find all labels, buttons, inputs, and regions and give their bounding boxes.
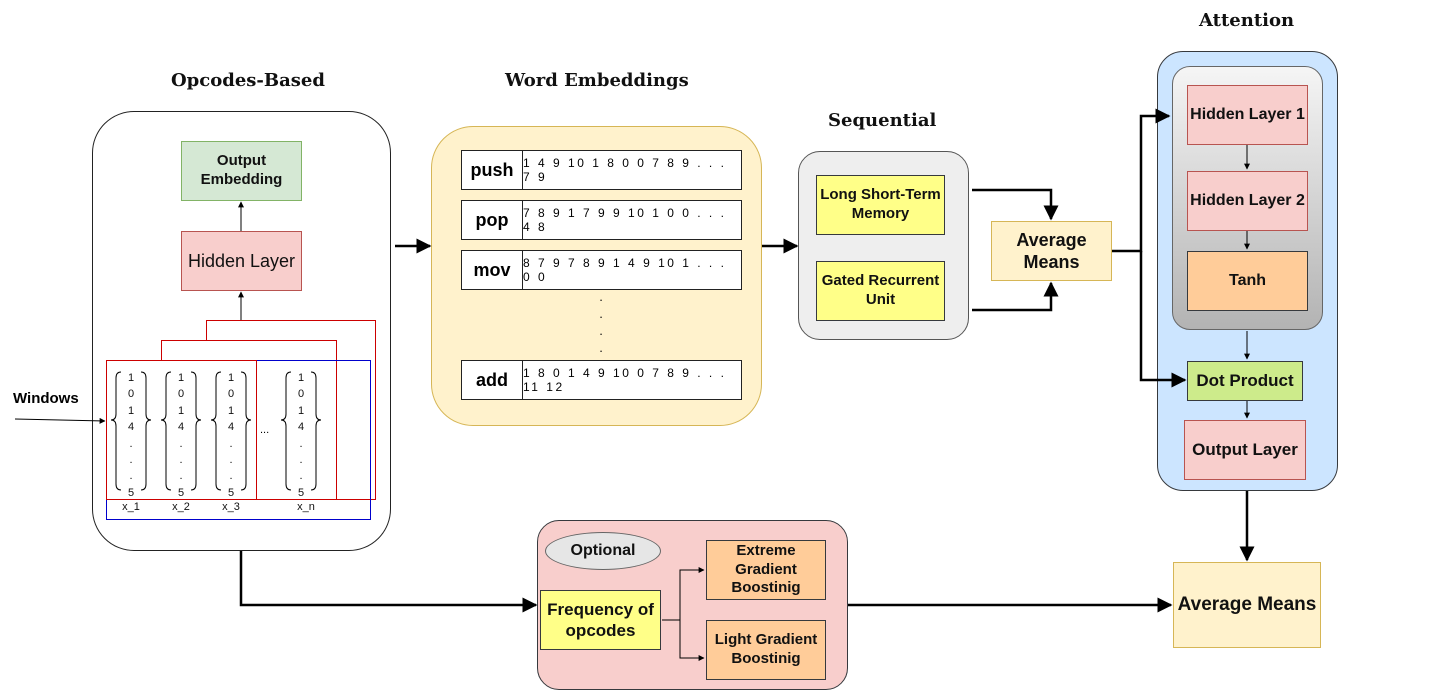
vec-val: 5 (227, 486, 235, 499)
hidden-layer-1-box: Hidden Layer 1 (1187, 85, 1308, 145)
vec-val: 1 (297, 372, 305, 384)
vec-val: . (299, 454, 303, 467)
vec-val: 5 (177, 486, 185, 499)
vec-val: . (179, 437, 183, 450)
embedding-vdots: .... (596, 288, 606, 356)
vec-val: . (179, 454, 183, 467)
vec-val: 0 (227, 388, 235, 401)
vec-val: . (229, 454, 233, 467)
embedding-row-add: add 1 8 0 1 4 9 10 0 7 8 9 . . . 11 12 (461, 360, 742, 400)
xn-label: x_n (297, 501, 315, 513)
gru-box: Gated Recurrent Unit (816, 261, 945, 321)
vec-val: 4 (227, 421, 235, 434)
vec-val: 0 (297, 388, 305, 401)
vec-val: . (299, 437, 303, 450)
vdot: . (599, 306, 603, 321)
vec-val: . (299, 470, 303, 483)
embedding-word: add (462, 361, 523, 399)
vector-ellipsis: ... (260, 424, 270, 436)
x3-label: x_3 (222, 501, 240, 513)
vec-val: 1 (227, 372, 235, 384)
vdot: . (599, 323, 603, 338)
vdot: . (599, 340, 603, 355)
title-sequential: Sequential (828, 110, 937, 131)
vec-val: 1 (297, 404, 305, 417)
vector-x3: 1 0 1 4... 5 (226, 370, 236, 501)
vec-val: 4 (297, 421, 305, 434)
optional-badge: Optional (545, 532, 661, 570)
embedding-word: mov (462, 251, 523, 289)
vec-val: . (129, 437, 133, 450)
vec-val: . (179, 470, 183, 483)
arrow-gru-to-average (972, 281, 1059, 312)
tanh-box: Tanh (1187, 251, 1308, 311)
vec-val: 1 (127, 404, 135, 417)
vec-val: 4 (177, 421, 185, 434)
embedding-values: 1 4 9 10 1 8 0 0 7 8 9 . . . 7 9 (523, 156, 727, 184)
vec-val: 1 (177, 372, 185, 384)
output-embedding-box: Output Embedding (181, 141, 302, 201)
vector-xn: 1 0 1 4... 5 (296, 370, 306, 501)
vec-val: . (129, 454, 133, 467)
embedding-values: 7 8 9 1 7 9 9 10 1 0 0 . . . 4 8 (523, 206, 727, 234)
arrow-lstm-to-average (972, 188, 1059, 221)
lstm-box: Long Short-Term Memory (816, 175, 945, 235)
average-means-final-box: Average Means (1173, 562, 1321, 648)
window-frame-front (106, 360, 257, 500)
vec-val: . (129, 470, 133, 483)
vector-x2: 1 0 1 4... 5 (176, 370, 186, 501)
xgb-box: Extreme Gradient Boostinig (706, 540, 826, 600)
title-attention: Attention (1199, 10, 1295, 31)
vec-val: 4 (127, 421, 135, 434)
lgb-box: Light Gradient Boostinig (706, 620, 826, 680)
title-word-embeddings: Word Embeddings (505, 70, 689, 91)
output-layer-box: Output Layer (1184, 420, 1306, 480)
embedding-word: push (462, 151, 523, 189)
vec-val: 1 (227, 404, 235, 417)
vec-val: 1 (177, 404, 185, 417)
x1-label: x_1 (122, 501, 140, 513)
vdot: . (599, 289, 603, 304)
hidden-layer-box: Hidden Layer (181, 231, 302, 291)
embedding-values: 8 7 9 7 8 9 1 4 9 10 1 . . . 0 0 (523, 256, 727, 284)
vec-val: . (229, 437, 233, 450)
vec-val: 0 (127, 388, 135, 401)
arrow-opcodes-to-frequency (239, 551, 538, 613)
frequency-box: Frequency of opcodes (540, 590, 661, 650)
embedding-values: 1 8 0 1 4 9 10 0 7 8 9 . . . 11 12 (523, 366, 727, 394)
embedding-row-push: push 1 4 9 10 1 8 0 0 7 8 9 . . . 7 9 (461, 150, 742, 190)
vec-val: 1 (127, 372, 135, 384)
dot-product-box: Dot Product (1187, 361, 1303, 401)
vec-val: . (229, 470, 233, 483)
hidden-layer-2-box: Hidden Layer 2 (1187, 171, 1308, 231)
average-means-seq-box: Average Means (991, 221, 1112, 281)
title-opcodes-based: Opcodes-Based (171, 70, 325, 91)
windows-label: Windows (13, 390, 79, 407)
embedding-word: pop (462, 201, 523, 239)
vec-val: 0 (177, 388, 185, 401)
embedding-row-mov: mov 8 7 9 7 8 9 1 4 9 10 1 . . . 0 0 (461, 250, 742, 290)
vec-val: 5 (297, 486, 305, 499)
x2-label: x_2 (172, 501, 190, 513)
vec-val: 5 (127, 486, 135, 499)
embedding-row-pop: pop 7 8 9 1 7 9 9 10 1 0 0 . . . 4 8 (461, 200, 742, 240)
vector-x1: 1 0 1 4... 5 (126, 370, 136, 501)
